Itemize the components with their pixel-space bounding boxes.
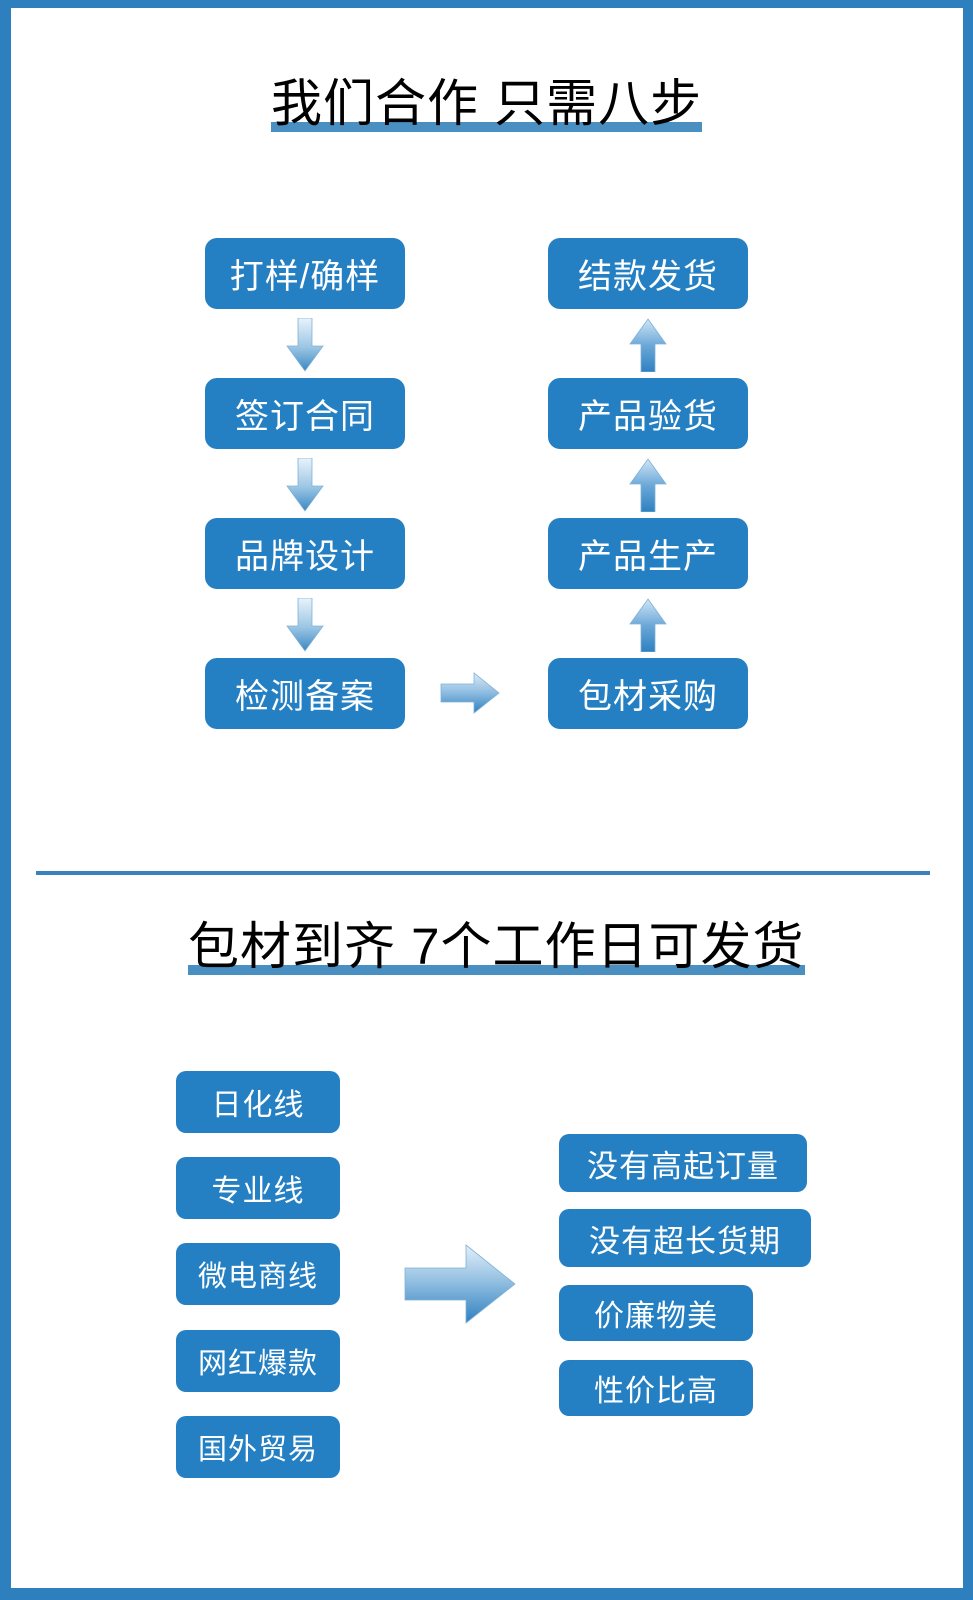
category-chip-5-label: 国外贸易 bbox=[197, 1434, 318, 1466]
frame-border-bottom bbox=[0, 1588, 973, 1600]
category-chip-2[interactable]: 专业线 bbox=[176, 1157, 340, 1219]
section-two-heading: 包材到齐 7个工作日可发货 bbox=[188, 918, 805, 975]
category-chip-4[interactable]: 网红爆款 bbox=[176, 1330, 340, 1392]
benefit-chip-4[interactable]: 性价比高 bbox=[559, 1360, 753, 1416]
benefit-chip-2[interactable]: 没有超长货期 bbox=[559, 1209, 811, 1267]
category-chip-1[interactable]: 日化线 bbox=[176, 1071, 340, 1133]
frame-border-left bbox=[0, 0, 11, 1600]
flow-box-left-2-label: 签订合同 bbox=[235, 398, 375, 436]
section-divider bbox=[36, 871, 930, 875]
category-chip-4-label: 网红爆款 bbox=[197, 1348, 318, 1380]
flow-box-right-1[interactable]: 结款发货 bbox=[548, 238, 748, 309]
flow-box-left-1-label: 打样/确样 bbox=[229, 258, 381, 296]
benefit-chip-2-label: 没有超长货期 bbox=[589, 1223, 781, 1259]
category-chip-3-label: 微电商线 bbox=[197, 1261, 318, 1293]
flow-box-right-2[interactable]: 产品验货 bbox=[548, 378, 748, 449]
arrow-right-icon-large bbox=[404, 1243, 516, 1325]
flow-box-left-1[interactable]: 打样/确样 bbox=[205, 238, 405, 309]
arrow-down-icon-1 bbox=[286, 317, 324, 372]
flow-box-left-3[interactable]: 品牌设计 bbox=[205, 518, 405, 589]
arrow-up-icon-1 bbox=[629, 318, 667, 373]
arrow-right-icon-bridge bbox=[440, 671, 500, 715]
heading-highlight-bar-2 bbox=[188, 965, 805, 975]
category-chip-5[interactable]: 国外贸易 bbox=[176, 1416, 340, 1478]
flow-box-right-3[interactable]: 产品生产 bbox=[548, 518, 748, 589]
benefit-chip-4-label: 性价比高 bbox=[594, 1375, 718, 1408]
category-chip-1-label: 日化线 bbox=[211, 1089, 305, 1122]
flow-box-right-2-label: 产品验货 bbox=[578, 398, 718, 436]
flow-box-left-3-label: 品牌设计 bbox=[235, 538, 375, 576]
benefit-chip-1[interactable]: 没有高起订量 bbox=[559, 1134, 807, 1192]
benefit-chip-3[interactable]: 价廉物美 bbox=[559, 1285, 753, 1341]
category-chip-3[interactable]: 微电商线 bbox=[176, 1243, 340, 1305]
flow-box-right-3-label: 产品生产 bbox=[578, 538, 718, 576]
frame-border-right bbox=[963, 8, 973, 1588]
arrow-up-icon-2 bbox=[629, 458, 667, 513]
arrow-down-icon-3 bbox=[286, 597, 324, 652]
flow-box-right-1-label: 结款发货 bbox=[578, 258, 718, 296]
arrow-down-icon-2 bbox=[286, 457, 324, 512]
section-one-heading: 我们合作 只需八步 bbox=[271, 75, 703, 132]
arrow-up-icon-3 bbox=[629, 598, 667, 653]
section-one-heading-text: 我们合作 只需八步 bbox=[271, 75, 703, 132]
frame-border-top bbox=[11, 0, 973, 8]
flow-box-left-4[interactable]: 检测备案 bbox=[205, 658, 405, 729]
heading-highlight-bar bbox=[271, 122, 703, 132]
flow-box-left-4-label: 检测备案 bbox=[235, 678, 375, 716]
benefit-chip-3-label: 价廉物美 bbox=[594, 1300, 718, 1333]
flow-box-right-4-label: 包材采购 bbox=[578, 678, 718, 716]
flow-box-right-4[interactable]: 包材采购 bbox=[548, 658, 748, 729]
category-chip-2-label: 专业线 bbox=[211, 1175, 305, 1208]
section-two-heading-text: 包材到齐 7个工作日可发货 bbox=[188, 918, 805, 975]
flow-box-left-2[interactable]: 签订合同 bbox=[205, 378, 405, 449]
benefit-chip-1-label: 没有高起订量 bbox=[587, 1148, 779, 1184]
